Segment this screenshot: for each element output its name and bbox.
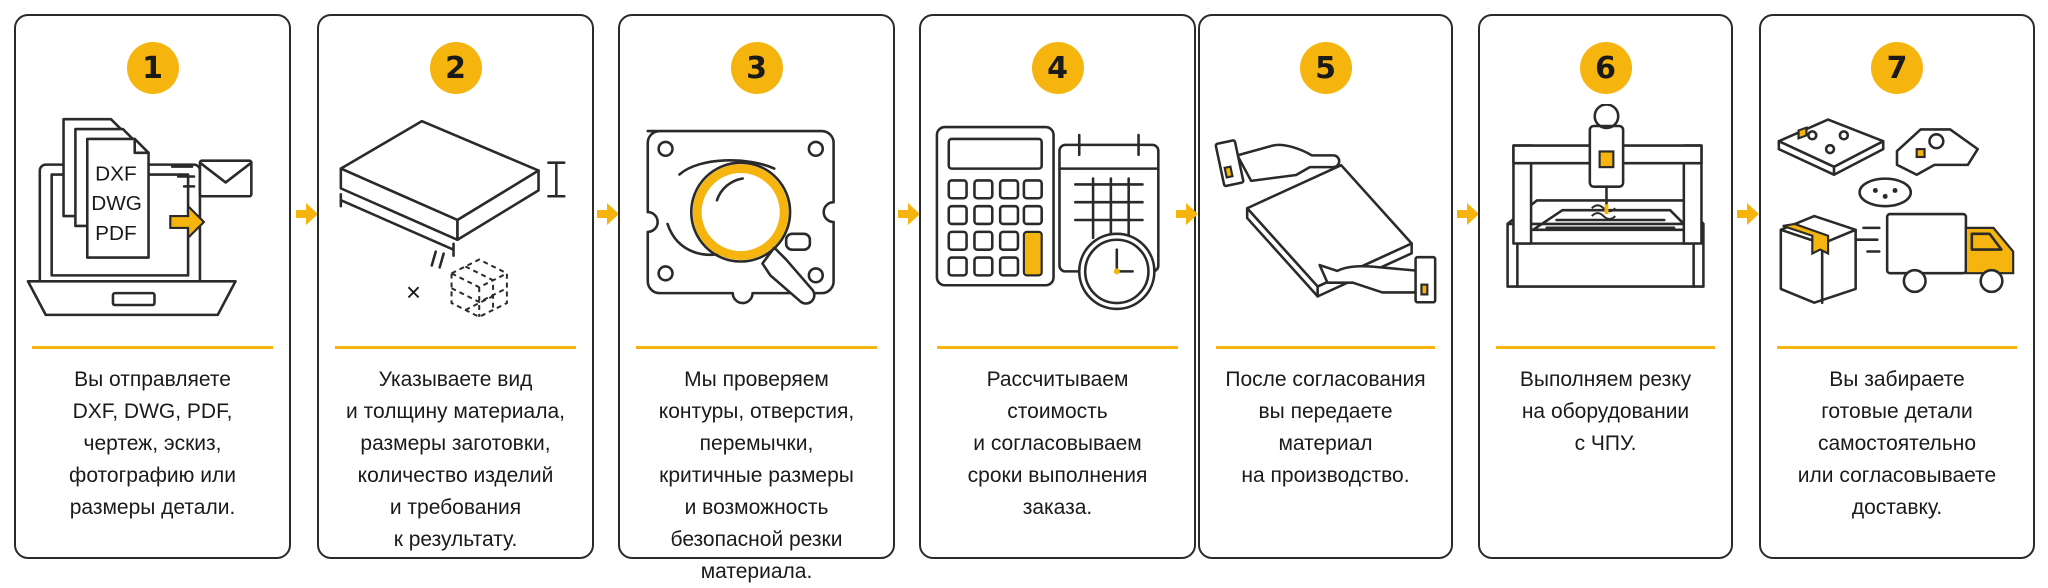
divider [335,346,576,349]
divider [1496,346,1715,349]
arrow-right-icon [1737,203,1759,225]
step-number-badge: 5 [1299,42,1352,94]
step-number-badge: 7 [1871,42,1923,94]
divider [636,346,877,349]
step-number-badge: 2 [429,42,482,94]
part-inspection-magnifier-icon [628,104,885,336]
multiply-sign: × [406,279,421,307]
cnc-machine-icon [1488,103,1723,336]
divider [1777,346,2017,349]
file-label: DWG [91,192,142,215]
divider [937,346,1178,349]
arrow-right-icon [296,203,318,225]
laptop-files-email-icon: DXF DWG PDF [24,104,281,336]
step-number-badge: 3 [730,42,783,94]
calculator-calendar-clock-icon [929,104,1186,336]
arrow-right-icon [1457,203,1479,225]
step-number-badge: 1 [126,42,179,94]
divider [1216,346,1435,349]
arrow-right-icon [898,203,920,225]
file-label: DXF [95,162,136,185]
file-label: PDF [95,222,136,245]
material-sheet-dimensions-icon: × [327,104,584,336]
divider [32,346,273,349]
material-handover-icon [1208,104,1443,336]
step-number-badge: 6 [1579,42,1632,94]
arrow-right-icon [597,203,619,225]
parts-box-delivery-truck-icon [1769,104,2025,336]
step-number-badge: 4 [1031,42,1084,94]
arrow-right-icon [1176,203,1198,225]
